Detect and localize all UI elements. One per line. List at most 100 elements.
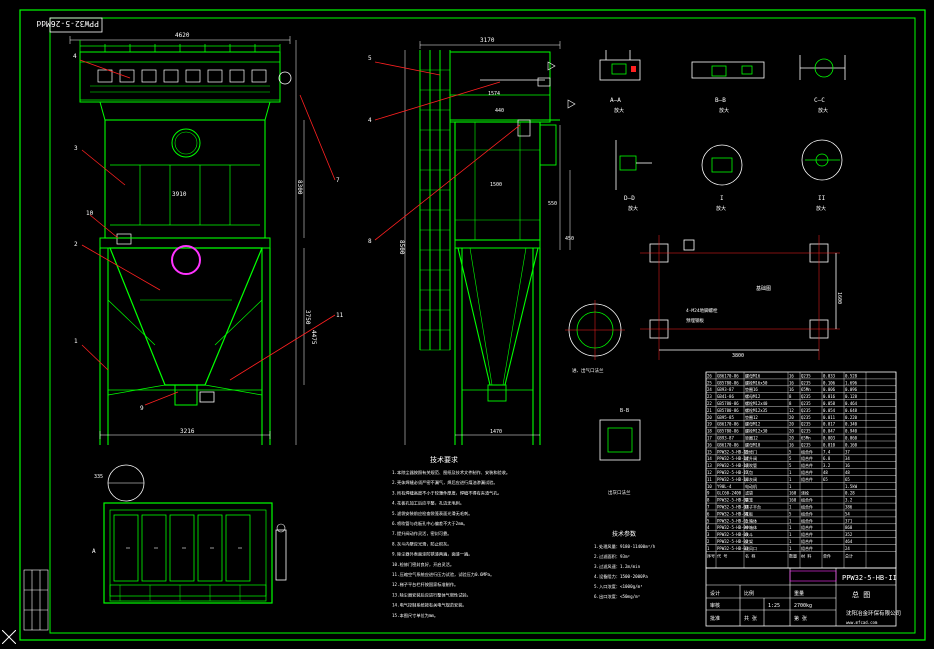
tech-req-item: 6.喷吹管与花板孔中心偏差不大于2mm。 — [392, 520, 467, 527]
title-block-sheet: 第 张 — [794, 615, 807, 622]
bom-cell: 1 — [789, 525, 792, 530]
dim-side-sub4: 450 — [565, 236, 574, 242]
drawing-number: PPW32-5-HB-II — [842, 574, 897, 582]
bom-cell: 20 — [789, 429, 794, 434]
bom-cell: 371 — [845, 518, 853, 523]
bom-cell: 0.128 — [845, 394, 858, 399]
bom-cell: GB5780-86 — [717, 408, 739, 413]
bom-cell: 螺栓M12x30 — [745, 428, 768, 434]
bom-cell: Q235 — [801, 401, 811, 406]
dim-front-height: 8300 — [296, 180, 303, 195]
front-elevation: 4620 — [69, 32, 344, 445]
bom-cell: 352 — [845, 532, 853, 537]
bom-cell: 灰斗 — [745, 531, 753, 537]
section-dd-enlarge: 放大 — [628, 205, 638, 212]
bom-cell: 垫圈12 — [745, 414, 758, 420]
bom-cell: 0.017 — [823, 422, 836, 427]
bom-cell: GB6170-86 — [717, 373, 739, 378]
bom-cell: 螺母M12 — [745, 393, 761, 399]
title-block-approve: 批准 — [710, 615, 720, 622]
bom-cell: GB5780-86 — [717, 429, 739, 434]
bom-cell: 螺母M10 — [745, 441, 761, 447]
bom-cell: 18 — [707, 429, 712, 434]
bom-cell: 0.220 — [845, 415, 858, 420]
tech-req-item: 9.除尘器外表面涂防锈漆两遍，面漆一遍。 — [392, 551, 472, 558]
bom-header-cell: 名 称 — [745, 552, 755, 558]
bom-cell: 组合件 — [801, 510, 813, 516]
svg-text:10: 10 — [86, 210, 94, 217]
bom-header-cell: 总计 — [845, 552, 853, 558]
bom-cell: 1.696 — [845, 380, 858, 385]
section-cc-label: C—C — [814, 97, 825, 104]
bom-cell: 1 — [789, 477, 792, 482]
company-name: 沈阳冶金环保有限公司 — [846, 609, 901, 617]
bom-cell: Q235 — [801, 373, 811, 378]
dim-side-sub2: 1500 — [490, 182, 502, 188]
bom-cell: 65 — [823, 477, 828, 482]
bom-cell: 5 — [707, 518, 710, 523]
detail-i-enlarge: 放大 — [716, 205, 726, 212]
tech-req-item: 14.电气控制系统按有关电气规范安装。 — [392, 602, 467, 609]
svg-text:A: A — [92, 548, 96, 555]
title-block: 设计 审核 批准 比例 1:25 重量 2700kg 共 张 第 张 PPW32… — [705, 567, 901, 627]
svg-text:1: 1 — [74, 338, 78, 345]
bom-cell: 26 — [707, 373, 712, 378]
bom-cell: 5 — [789, 449, 792, 454]
bom-cell: PPW32-5-HB-13 — [717, 463, 749, 468]
bom-cell: 组合件 — [801, 545, 813, 551]
bom-cell: Q235 — [801, 394, 811, 399]
tech-param-item: 5.入口浓度：<1000g/m³ — [594, 583, 643, 590]
bom-cell: 梯子平台 — [745, 504, 761, 510]
dim-small: 335 — [94, 474, 103, 480]
bom-cell: 14 — [707, 456, 712, 461]
bom-cell: GB95-85 — [717, 415, 734, 420]
bom-cell: 0.648 — [845, 408, 858, 413]
bom-header-cell: 代 号 — [717, 552, 727, 558]
tech-req-heading: 技术要求 — [430, 455, 458, 464]
bom-cell: 1 — [789, 484, 792, 489]
bom-cell: 组合件 — [801, 469, 813, 475]
bom-cell: 868 — [845, 525, 853, 530]
side-elevation: 3170 15 — [368, 37, 576, 445]
detail-i-label: I — [720, 195, 724, 202]
bom-cell: 20 — [789, 422, 794, 427]
revision-strip — [23, 569, 49, 631]
bom-cell: 16 — [789, 373, 794, 378]
bom-cell: 6 — [707, 511, 710, 516]
bom-cell: 34 — [845, 456, 850, 461]
bom-cell: 电动机 — [745, 483, 757, 489]
bom-cell: 25 — [707, 380, 712, 385]
section-aa-label: A—A — [610, 97, 621, 104]
bom-cell: 提升阀 — [745, 455, 757, 461]
bom-cell: 组合件 — [801, 455, 813, 461]
svg-text:2: 2 — [74, 241, 78, 248]
tech-param-item: 3.过滤风速：1.2m/min — [594, 563, 641, 570]
bom-cell: 9 — [707, 491, 710, 496]
tech-req-item: 3.所有焊缝高度不小于较薄件厚度，焊缝不得有夹渣气孔。 — [392, 489, 502, 496]
bom-cell: 0.106 — [823, 380, 836, 385]
bom-cell: 0.528 — [845, 373, 858, 378]
tech-req-item: 1.本除尘器按照有关规范、图纸及技术文件制作、安装和验收。 — [392, 469, 510, 476]
bom-cell: PPW32-5-HB-12 — [717, 470, 749, 475]
section-bb-enlarge: 放大 — [719, 107, 729, 114]
bom-header-cell: 材 料 — [801, 552, 811, 558]
bom-cell: 组合件 — [801, 517, 813, 523]
bom-cell: 54 — [845, 511, 850, 516]
bom-cell: 卸灰阀 — [745, 476, 757, 482]
bom-cell: GB41-86 — [717, 394, 734, 399]
bom-cell: Q235 — [801, 415, 811, 420]
dim-front-sub1: 3750 — [304, 310, 311, 325]
bom-cell: 5 — [789, 456, 792, 461]
title-block-scale-label: 比例 — [744, 590, 754, 597]
bom-cell: 16 — [845, 463, 850, 468]
dim-front-mid: 3910 — [172, 191, 187, 198]
dim-plan-height: 1600 — [836, 292, 842, 304]
flange-label: 进、出气口法兰 — [572, 367, 604, 374]
bom-cell: 1 — [789, 546, 792, 551]
bom-cell: 0.28 — [845, 491, 855, 496]
bom-cell: 11 — [707, 477, 712, 482]
dim-plan-width: 3800 — [732, 353, 744, 359]
tech-req-item: 11.压缩空气系统应进行压力试验，试验压力0.6MPa。 — [392, 571, 494, 578]
bom-cell: 组合件 — [801, 448, 813, 454]
bom-cell: 进风口 — [745, 545, 757, 551]
